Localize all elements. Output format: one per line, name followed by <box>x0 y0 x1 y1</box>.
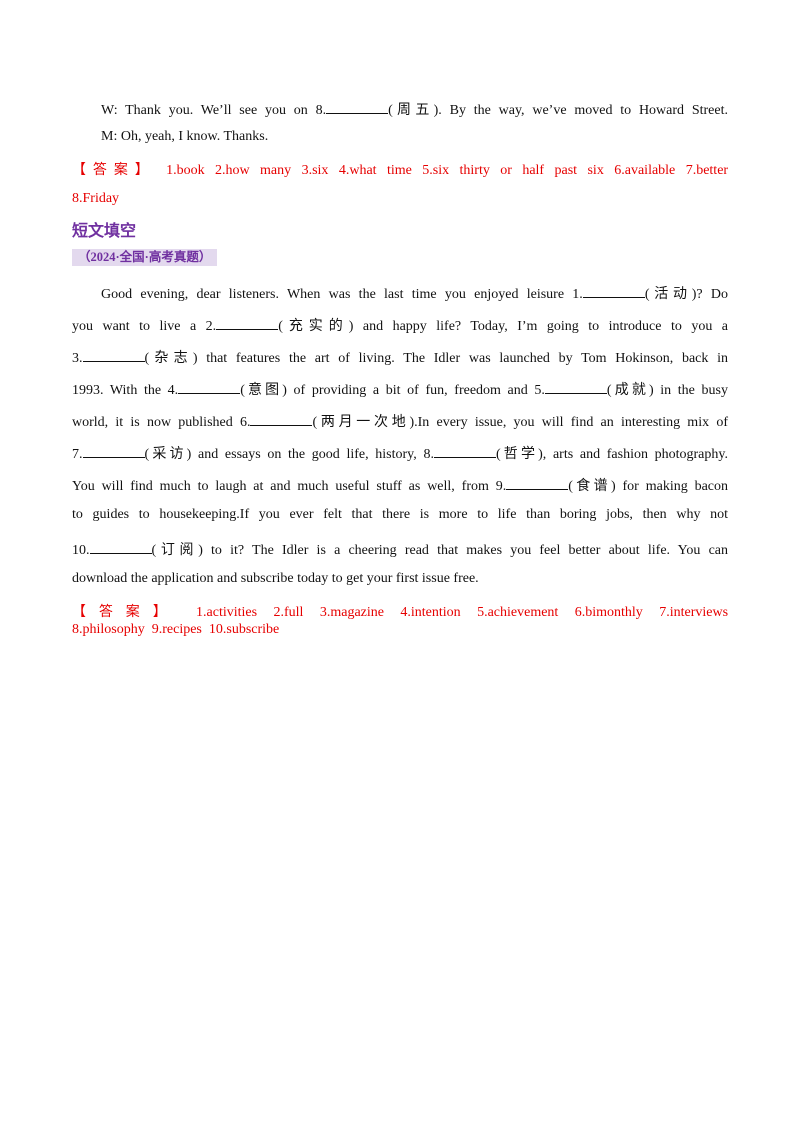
passage-text: (杂志) that features the art of living. Th… <box>144 351 729 366</box>
passage-text: Good evening, dear listeners. When was t… <box>101 287 583 302</box>
answer-label: 【答案】 <box>72 605 180 620</box>
answer-item: 4.intention <box>400 605 461 620</box>
passage-line: You will find much to laugh at and much … <box>72 475 728 495</box>
passage-line: you want to live a 2. (充实的) and happy lif… <box>72 315 728 335</box>
passage-text: 7. <box>72 447 83 462</box>
passage-text: you want to live a 2. <box>72 319 217 334</box>
blank-1[interactable] <box>582 285 645 298</box>
passage-text: (哲学), arts and fashion photography. <box>495 447 728 462</box>
dialogue-w-hint: (周五). By the way, we’ve moved to Howard … <box>388 103 728 118</box>
passage-text: (充实的) and happy life? Today, I’m going t… <box>278 319 729 334</box>
section-title: 短文填空 <box>72 221 137 240</box>
answer-item: 4.what time <box>338 163 412 178</box>
dialogue-w-text: W: Thank you. We’ll see you on 8. <box>101 103 327 118</box>
answer-item: 7.better <box>685 163 729 178</box>
answer-line-1: 【答案】 1.book 2.how many 3.six 4.what time… <box>72 159 728 179</box>
passage-line: world, it is now published 6. (两月一次地).In … <box>72 411 728 431</box>
answer-item: 8.Friday <box>72 191 120 206</box>
dialogue-line-w: W: Thank you. We’ll see you on 8. (周五). B… <box>101 99 728 119</box>
answer-item: 5.achievement <box>477 605 559 620</box>
passage-line: to guides to housekeeping.If you ever fe… <box>72 507 728 522</box>
passage-text: (活动)? Do <box>644 287 728 302</box>
answer-item: 5.six thirty or half past six <box>422 163 604 178</box>
blank-5[interactable] <box>544 381 607 394</box>
passage-line: 10. (订阅) to it? The Idler is a cheering r… <box>72 539 728 559</box>
passage-text: (订阅) to it? The Idler is a cheering read… <box>151 543 729 558</box>
answer-item: 1.book <box>166 163 205 178</box>
blank-2[interactable] <box>216 317 279 330</box>
answer-item: 6.available <box>614 163 676 178</box>
blank-6[interactable] <box>250 413 313 426</box>
passage-text: (食谱) for making bacon <box>568 479 728 494</box>
blank-3[interactable] <box>82 349 145 362</box>
blank-7[interactable] <box>82 445 145 458</box>
passage-text: (意图) of providing a bit of fun, freedom … <box>240 383 545 398</box>
passage-text: 10. <box>72 543 90 558</box>
answer-item: 1.activities <box>196 605 258 620</box>
blank-4[interactable] <box>178 381 241 394</box>
dialogue-line-m: M: Oh, yeah, I know. Thanks. <box>101 129 269 144</box>
passage-text: world, it is now published 6. <box>72 415 251 430</box>
passage-text: (采访) and essays on the good life, histor… <box>144 447 434 462</box>
passage-line: 1993. With the 4. (意图) of providing a bit… <box>72 379 728 399</box>
passage-text: 3. <box>72 351 83 366</box>
blank-8[interactable] <box>326 101 389 114</box>
blank-10[interactable] <box>89 541 152 554</box>
passage-line: Good evening, dear listeners. When was t… <box>101 283 728 303</box>
answer-item: 7.interviews <box>659 605 729 620</box>
passage-line: 3. (杂志) that features the art of living. … <box>72 347 728 367</box>
answer-line-2: 【答案】 1.activities 2.full 3.magazine 4.in… <box>72 601 728 621</box>
passage-text: 1993. With the 4. <box>72 383 179 398</box>
answer-item: 2.how many <box>215 163 292 178</box>
answer-label: 【答案】 <box>72 163 156 178</box>
passage-text: You will find much to laugh at and much … <box>72 479 507 494</box>
source-tag: （2024·全国·高考真题） <box>72 249 218 266</box>
answer-item: 3.six <box>301 163 329 178</box>
passage-line: 7. (采访) and essays on the good life, hist… <box>72 443 728 463</box>
passage-text: (两月一次地).In every issue, you will find an… <box>312 415 728 430</box>
passage-text: (成就) in the busy <box>606 383 728 398</box>
answer-item: 6.bimonthly <box>574 605 643 620</box>
answer-item: 2.full <box>273 605 304 620</box>
passage-line: download the application and subscribe t… <box>72 571 479 586</box>
blank-8[interactable] <box>433 445 496 458</box>
answer-item: 3.magazine <box>319 605 384 620</box>
answer-line-2b: 8.philosophy 9.recipes 10.subscribe <box>72 622 280 637</box>
blank-9[interactable] <box>506 477 569 490</box>
